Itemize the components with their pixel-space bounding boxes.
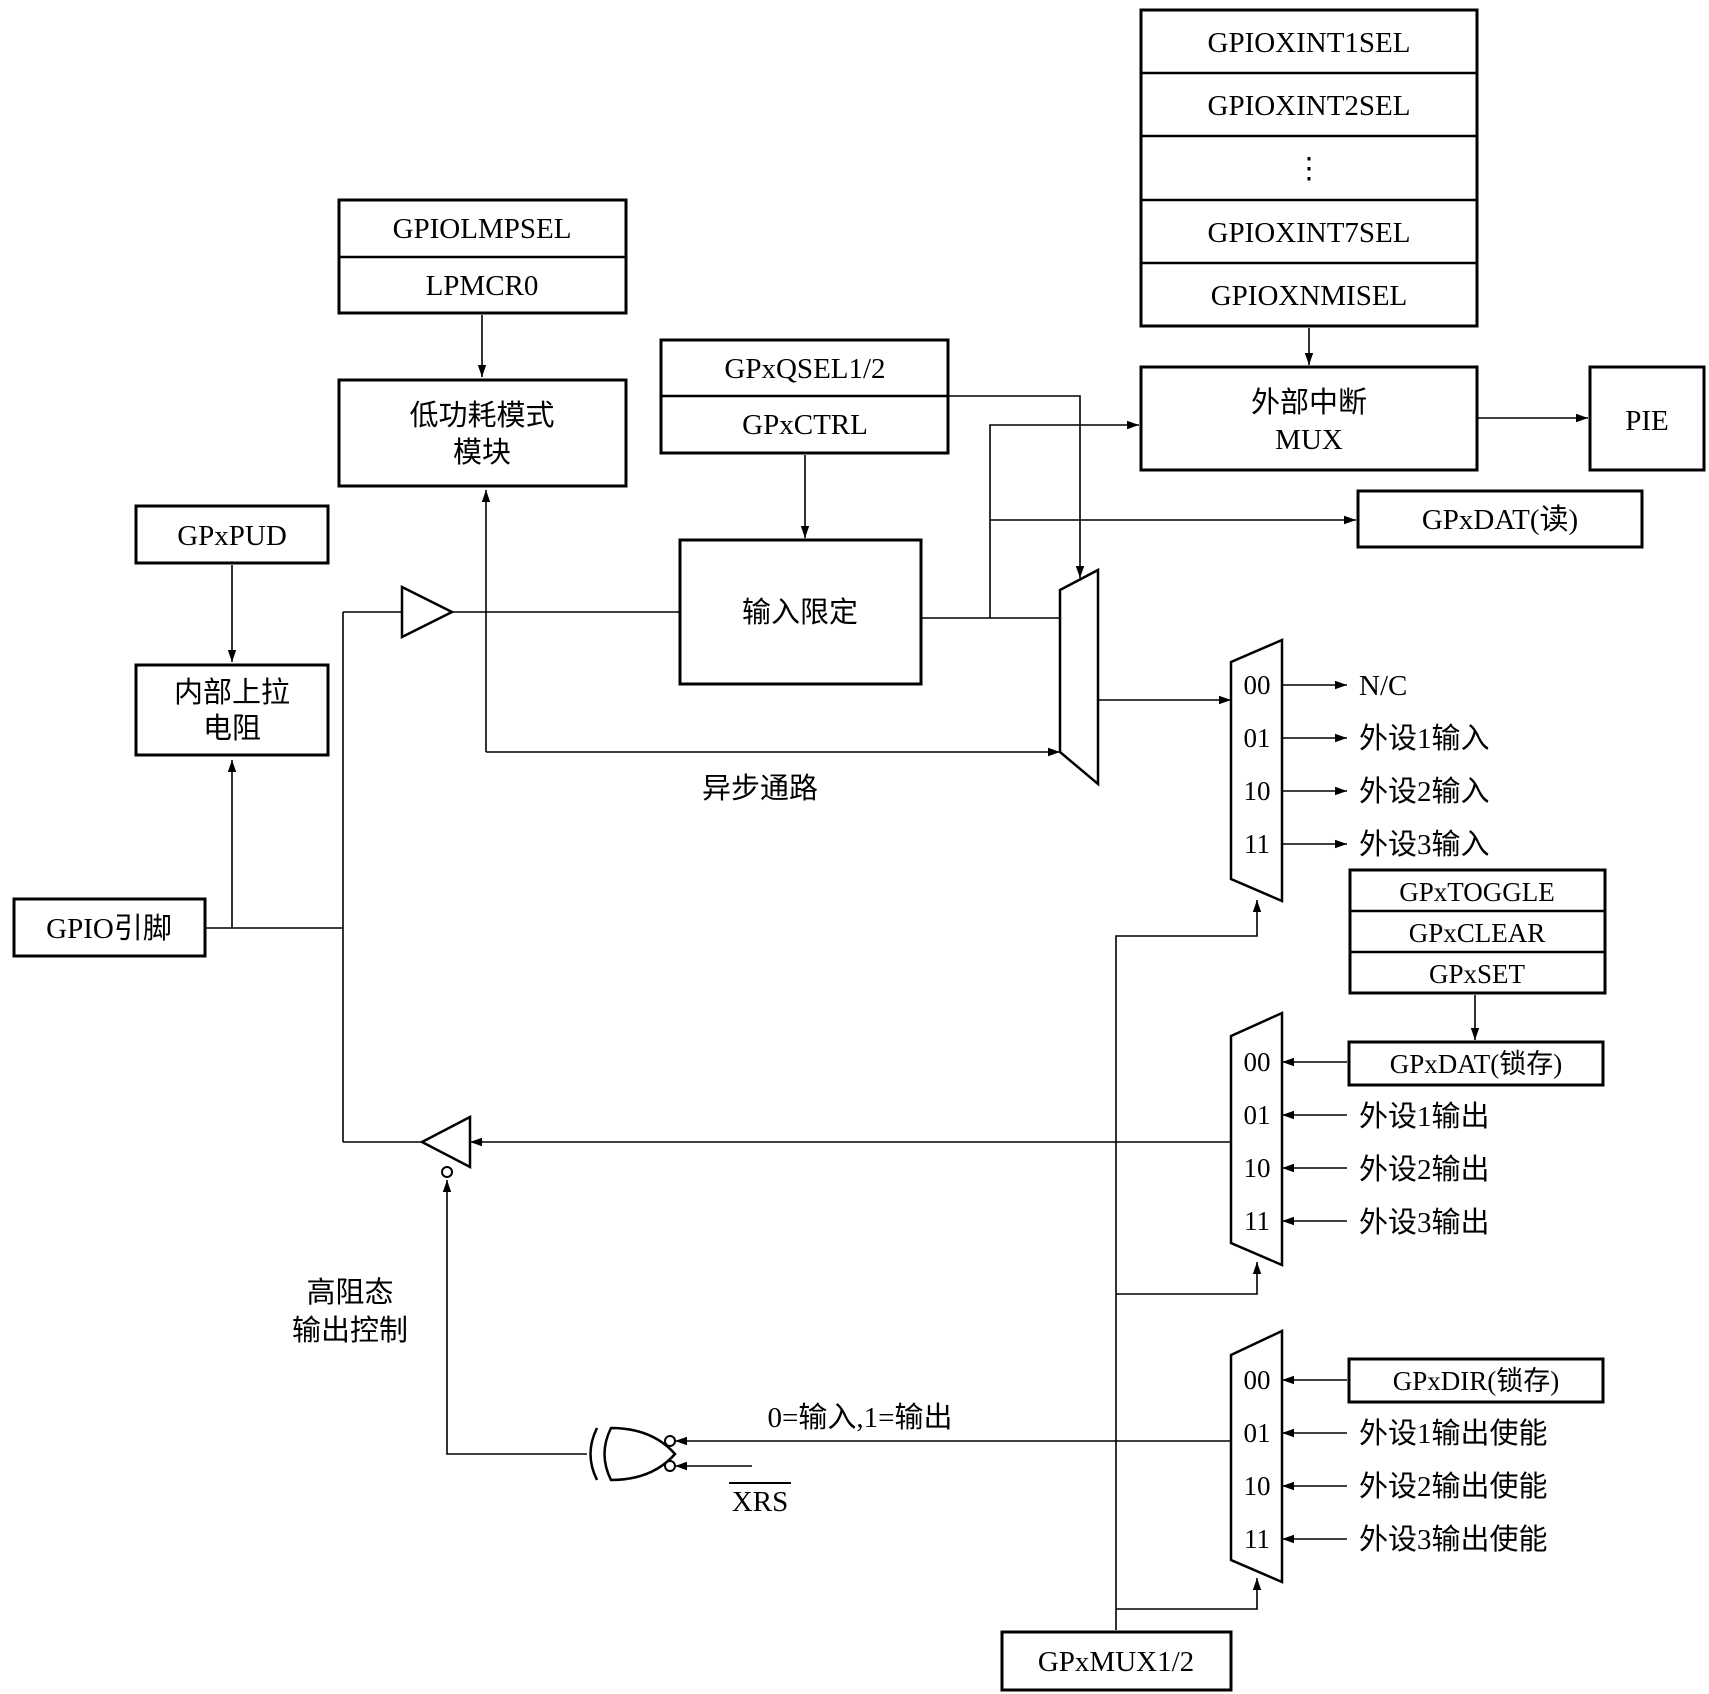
dir-mux-in-periph3: 外设3输出使能 [1359, 1523, 1548, 1556]
lpmcr0-label: LPMCR0 [426, 270, 539, 302]
direction-mux-code-10: 10 [1244, 1471, 1271, 1501]
gpxdat-read-register: GPxDAT(读) [1356, 489, 1644, 549]
svg-text:GPxPUD: GPxPUD [177, 520, 287, 552]
svg-text:GPxDAT(锁存): GPxDAT(锁存) [1390, 1049, 1563, 1079]
gpxset-label: GPxSET [1429, 959, 1526, 989]
svg-text:GPxDAT(读): GPxDAT(读) [1422, 503, 1578, 536]
input-mux-code-10: 10 [1244, 776, 1271, 806]
internal-pullup-block: 内部上拉 电阻 [134, 663, 330, 757]
low-power-mode-block: 低功耗模式 模块 [337, 378, 628, 488]
direction-mux: 00 01 10 11 [1229, 1329, 1284, 1584]
gpio-pin-box: GPIO引脚 [12, 897, 207, 958]
input-buffer-symbol [400, 584, 455, 640]
input-mux: 00 01 10 11 [1229, 638, 1284, 903]
input-qualification-block: 输入限定 [678, 538, 923, 686]
gpxmux-register: GPxMUX1/2 [1000, 1630, 1233, 1692]
output-buffer-symbol [419, 1114, 472, 1170]
gpiolmpsel-label: GPIOLMPSEL [393, 213, 572, 245]
svg-text:MUX: MUX [1275, 424, 1343, 456]
input-mux-code-01: 01 [1244, 723, 1271, 753]
direction-mux-code-11: 11 [1244, 1524, 1270, 1554]
output-mux-code-11: 11 [1244, 1206, 1270, 1236]
xor-gate-symbol [589, 1426, 677, 1482]
gpxclear-label: GPxCLEAR [1409, 918, 1546, 948]
output-mux-in-periph1: 外设1输出 [1359, 1100, 1490, 1133]
set-clear-toggle-stack: GPxTOGGLE GPxCLEAR GPxSET [1348, 868, 1607, 995]
svg-text:外部中断: 外部中断 [1251, 386, 1367, 419]
wires [205, 315, 1588, 1630]
svg-text:模块: 模块 [453, 436, 511, 469]
gpxpud-register: GPxPUD [134, 504, 330, 565]
svg-text:内部上拉: 内部上拉 [174, 676, 290, 709]
xint-register-stack: GPIOXINT1SEL GPIOXINT2SEL ⋮ GPIOXINT7SEL… [1139, 8, 1479, 328]
lpm-register-stack: GPIOLMPSEL LPMCR0 [337, 198, 628, 315]
gpxtoggle-label: GPxTOGGLE [1399, 877, 1555, 907]
input-mux-out-periph1: 外设1输入 [1359, 722, 1490, 755]
input-mux-out-periph3: 外设3输入 [1359, 828, 1490, 861]
svg-text:低功耗模式: 低功耗模式 [409, 399, 554, 432]
output-mux-code-01: 01 [1244, 1100, 1271, 1130]
output-mux-code-00: 00 [1244, 1047, 1271, 1077]
xint2sel-label: GPIOXINT2SEL [1208, 90, 1411, 122]
output-mux-code-10: 10 [1244, 1153, 1271, 1183]
xint7sel-label: GPIOXINT7SEL [1208, 217, 1411, 249]
input-mux-code-00: 00 [1244, 670, 1271, 700]
output-mux-in-periph3: 外设3输出 [1359, 1206, 1490, 1239]
async-path-label: 异步通路 [702, 772, 818, 805]
xint-ellipsis: ⋮ [1295, 153, 1324, 185]
xint1sel-label: GPIOXINT1SEL [1208, 27, 1411, 59]
gpxdir-latch-register: GPxDIR(锁存) [1347, 1357, 1605, 1404]
direction-mux-code-01: 01 [1244, 1418, 1271, 1448]
external-interrupt-mux-block: 外部中断 MUX [1139, 365, 1479, 472]
output-mux: 00 01 10 11 [1229, 1011, 1284, 1267]
input-mux-out-nc: N/C [1359, 670, 1407, 702]
input-mux-out-periph2: 外设2输入 [1359, 775, 1490, 808]
pie-block: PIE [1588, 365, 1706, 472]
qualification-register-stack: GPxQSEL1/2 GPxCTRL [659, 338, 950, 455]
dir-mux-in-periph1: 外设1输出使能 [1359, 1417, 1548, 1450]
direction-mux-code-00: 00 [1244, 1365, 1271, 1395]
svg-text:输入限定: 输入限定 [742, 596, 858, 629]
svg-text:PIE: PIE [1625, 405, 1669, 437]
xnmisel-label: GPIOXNMISEL [1211, 280, 1408, 312]
svg-text:电阻: 电阻 [203, 712, 261, 745]
input-mux-code-11: 11 [1244, 829, 1270, 859]
hiz-control-label-line2: 输出控制 [292, 1314, 408, 1347]
output-enable-bubble [441, 1166, 453, 1178]
gpxctrl-label: GPxCTRL [742, 409, 868, 441]
svg-text:GPxMUX1/2: GPxMUX1/2 [1038, 1646, 1194, 1678]
svg-text:GPxDIR(锁存): GPxDIR(锁存) [1393, 1366, 1560, 1396]
gpxdat-latch-register: GPxDAT(锁存) [1347, 1040, 1605, 1087]
direction-hint-label: 0=输入,1=输出 [768, 1401, 953, 1434]
dir-mux-in-periph2: 外设2输出使能 [1359, 1470, 1548, 1503]
output-mux-in-periph2: 外设2输出 [1359, 1153, 1490, 1186]
hiz-control-label-line1: 高阻态 [306, 1276, 393, 1309]
gpxqsel-label: GPxQSEL1/2 [724, 353, 885, 385]
xrs-label: XRS [732, 1486, 788, 1518]
qualification-select-mux [1058, 567, 1100, 787]
svg-text:GPIO引脚: GPIO引脚 [46, 912, 172, 945]
